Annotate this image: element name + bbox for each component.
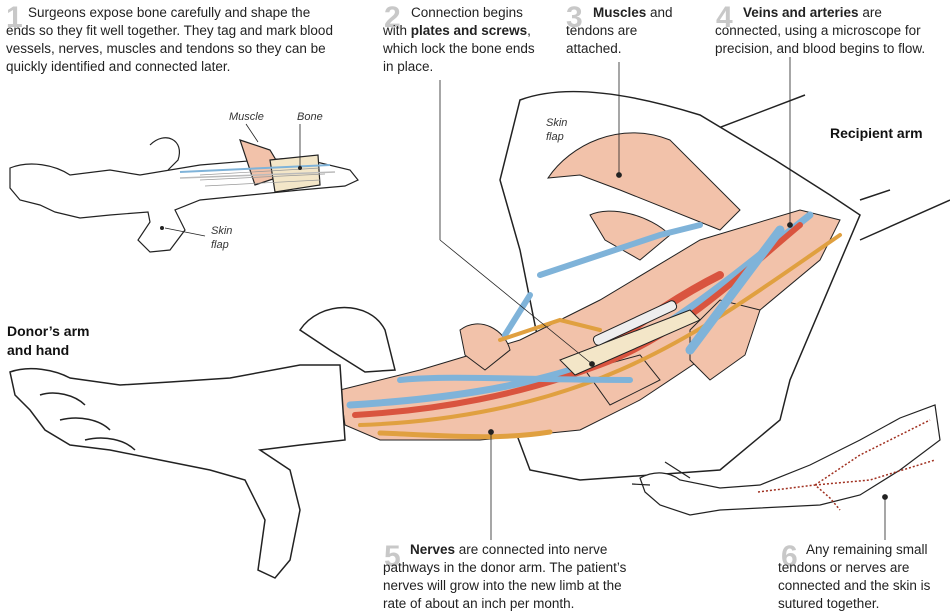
- step-4-bold: Veins and arteries: [743, 5, 859, 20]
- step-4-number: 4: [716, 1, 733, 34]
- bone-label: Bone: [297, 111, 323, 123]
- step-1-number: 1: [6, 1, 23, 34]
- donor-arm-label-line2: and hand: [7, 342, 70, 358]
- leader-lines: [439, 57, 888, 540]
- step-3-text: Muscles and tendons are attached.: [566, 4, 681, 58]
- recipient-arm-label: Recipient arm: [830, 125, 923, 141]
- muscle-label: Muscle: [229, 111, 264, 123]
- step-5-text: Nerves are connected into nerve pathways…: [383, 541, 648, 613]
- step-2-text: Connection begins with plates and screws…: [383, 4, 543, 76]
- skin-flap-small-label-2: flap: [211, 239, 229, 251]
- donor-arm-outline: [9, 306, 396, 579]
- muscle-region: [339, 132, 841, 441]
- step-3-number: 3: [566, 1, 583, 34]
- step1-small-arm-illustration: [9, 137, 359, 253]
- donor-arm-label-line1: Donor’s arm: [7, 323, 90, 339]
- step-2-pre: Connection begins with: [383, 5, 523, 38]
- step-4-post: are connected, using a microscope for pr…: [715, 5, 926, 56]
- step-6-number: 6: [781, 540, 798, 573]
- skin-flap-large-label-2: flap: [546, 131, 564, 143]
- step-2-bold: plates and screws: [410, 23, 528, 38]
- step-5-bold: Nerves: [410, 542, 456, 557]
- step-6-text: Any remaining small tendons or nerves ar…: [778, 542, 931, 611]
- step-2-number: 2: [384, 1, 401, 34]
- step-3-bold: Muscles: [593, 5, 647, 20]
- step-1-text: Surgeons expose bone carefully and shape…: [6, 5, 333, 74]
- step-5-number: 5: [384, 540, 401, 573]
- healed-arm-illustration: [631, 404, 941, 516]
- step-5-post: are connected into nerve pathways in the…: [383, 542, 627, 611]
- skin-flap-large-label-1: Skin: [546, 117, 568, 129]
- bone-and-plate: [559, 300, 701, 376]
- step-4-text: Veins and arteries are connected, using …: [715, 4, 947, 58]
- skin-flap-small-label-1: Skin: [211, 225, 233, 237]
- step-2-post: , which lock the bone ends in place.: [383, 23, 535, 74]
- step-3-post: and tendons are attached.: [566, 5, 673, 56]
- suture-line: [757, 419, 936, 511]
